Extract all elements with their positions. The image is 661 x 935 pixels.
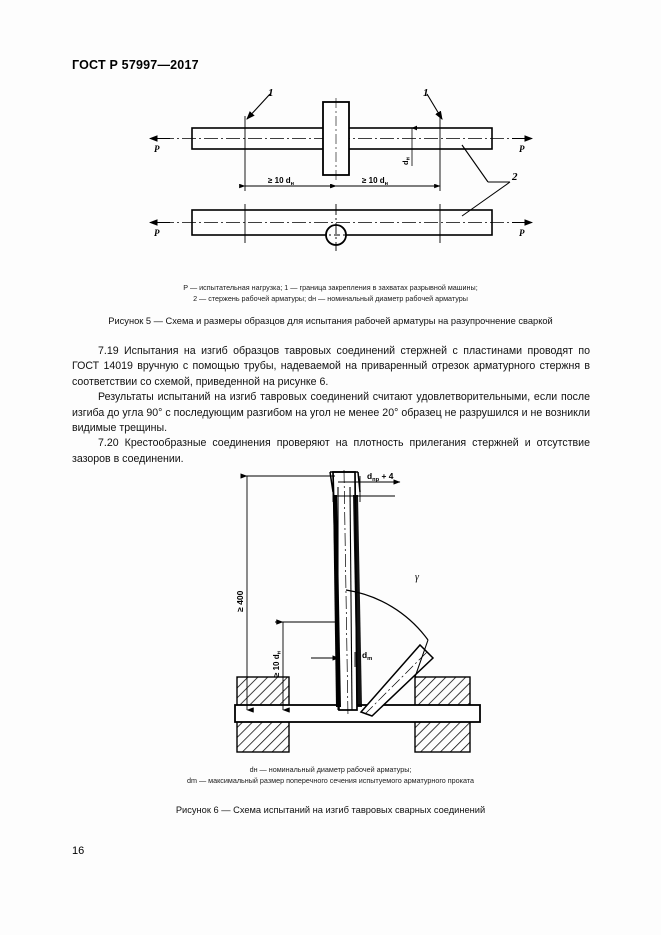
figure5-dim-right: ≥ 10 dн [362, 176, 388, 187]
figure-5-legend: P — испытательная нагрузка; 1 — граница … [0, 282, 661, 304]
figure5-callout-1-right: 1 [423, 88, 429, 99]
figure5-callout-2: 2 [511, 171, 518, 183]
document-header: ГОСТ Р 57997—2017 [72, 58, 199, 72]
figure-6-legend-line-2: dm — максимальный размер поперечного сеч… [186, 776, 475, 785]
figure5-dim-thickness: dн [401, 157, 412, 165]
figure-6-legend: dн — номинальный диаметр рабочей арматур… [0, 764, 661, 786]
figure6-label-bar-dim: ≥ 10 dн [272, 651, 283, 677]
figure6-label-angle: γ [415, 572, 420, 583]
figure-5-legend-line-1: P — испытательная нагрузка; 1 — граница … [183, 283, 478, 292]
figure6-angle-arc [345, 589, 429, 641]
body-text: 7.19 Испытания на изгиб образцов тавровы… [72, 344, 590, 467]
figure-6-caption: Рисунок 6 — Схема испытаний на изгиб тав… [175, 805, 486, 815]
figure-5-drawing: P P P P 1 1 2 ≥ 10 dн ≥ 10 dн dн [140, 88, 540, 268]
figure6-label-section-dim: dm [362, 650, 372, 662]
paragraph-7-20: 7.20 Крестообразные соединения проверяют… [72, 437, 590, 465]
page-number: 16 [72, 845, 85, 857]
figure5-label-load-left2: P [154, 228, 160, 238]
figure5-label-load-right2: P [519, 228, 525, 238]
figure-5-caption: Рисунок 5 — Схема и размеры образцов для… [108, 316, 553, 326]
figure5-dim-left: ≥ 10 dн [268, 176, 294, 187]
paragraph-results: Результаты испытаний на изгиб тавровых с… [72, 391, 590, 435]
figure6-label-pipe-dim: dпр + 4 [367, 471, 394, 483]
figure-6-drawing: dпр + 4 ≥ 400 ≥ 10 dн γ dm [215, 462, 505, 762]
figure-5-legend-line-2: 2 — стержень рабочей арматуры; dн — номи… [193, 294, 468, 303]
figure5-label-load-right: P [519, 144, 525, 154]
figure5-label-load-left: P [154, 144, 160, 154]
figure6-label-height: ≥ 400 [235, 590, 245, 612]
figure-6-legend-line-1: dн — номинальный диаметр рабочей арматур… [249, 765, 412, 774]
paragraph-7-19: 7.19 Испытания на изгиб образцов тавровы… [72, 345, 590, 388]
figure5-callout-1-left: 1 [268, 88, 274, 99]
